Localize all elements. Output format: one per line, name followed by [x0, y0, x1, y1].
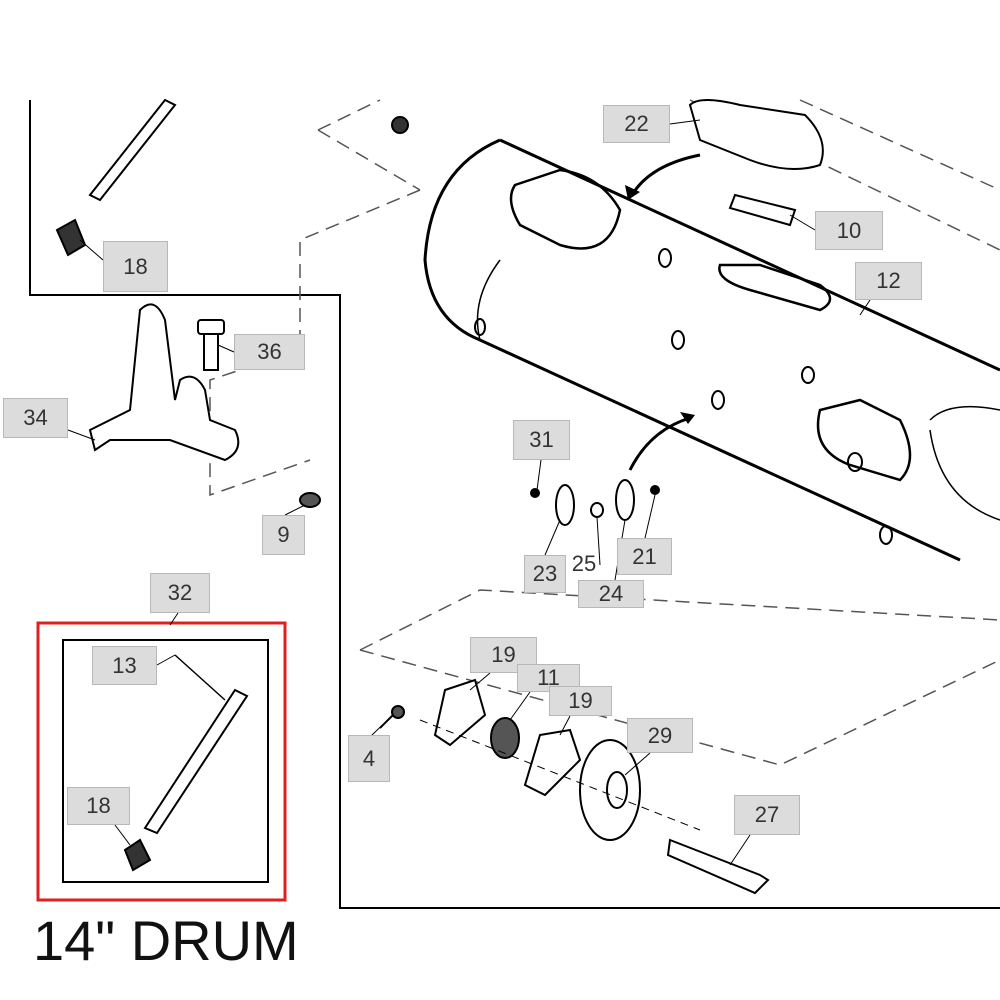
clip-inset	[123, 838, 152, 872]
bracket	[88, 303, 240, 462]
callout-19-b: 19	[549, 686, 612, 716]
callout-24: 24	[578, 580, 644, 608]
flange-b	[523, 728, 582, 797]
cover-panel	[688, 99, 824, 170]
callout-36: 36	[234, 334, 305, 370]
callout-4: 4	[348, 735, 390, 782]
callout-31: 31	[513, 420, 570, 460]
callout-22: 22	[603, 105, 670, 143]
callout-29: 29	[627, 718, 693, 753]
rod-inset	[143, 688, 249, 835]
callout-18-inset: 18	[67, 787, 130, 825]
callout-23: 23	[524, 555, 566, 593]
frame-upper-left	[29, 100, 1000, 909]
callout-21: 21	[617, 538, 672, 575]
drum-size-caption: 14" DRUM	[33, 909, 299, 972]
callout-10: 10	[815, 211, 883, 250]
flange-a	[433, 678, 487, 747]
callout-25: 25	[571, 551, 597, 576]
shaft	[666, 838, 770, 895]
callout-13: 13	[92, 646, 157, 685]
callout-18-top: 18	[103, 241, 168, 292]
drum	[423, 138, 1000, 562]
plate	[728, 193, 797, 227]
callout-12: 12	[855, 262, 922, 300]
callout-32: 32	[150, 573, 210, 613]
inset-frame	[62, 639, 269, 883]
callout-11: 11	[517, 664, 580, 692]
callout-34: 34	[3, 398, 68, 438]
clip-upper	[55, 218, 87, 257]
bolt	[203, 329, 219, 371]
callout-27: 27	[734, 795, 800, 835]
callout-9: 9	[262, 515, 305, 555]
highlight-box	[36, 621, 287, 902]
rod-upper	[88, 98, 177, 202]
